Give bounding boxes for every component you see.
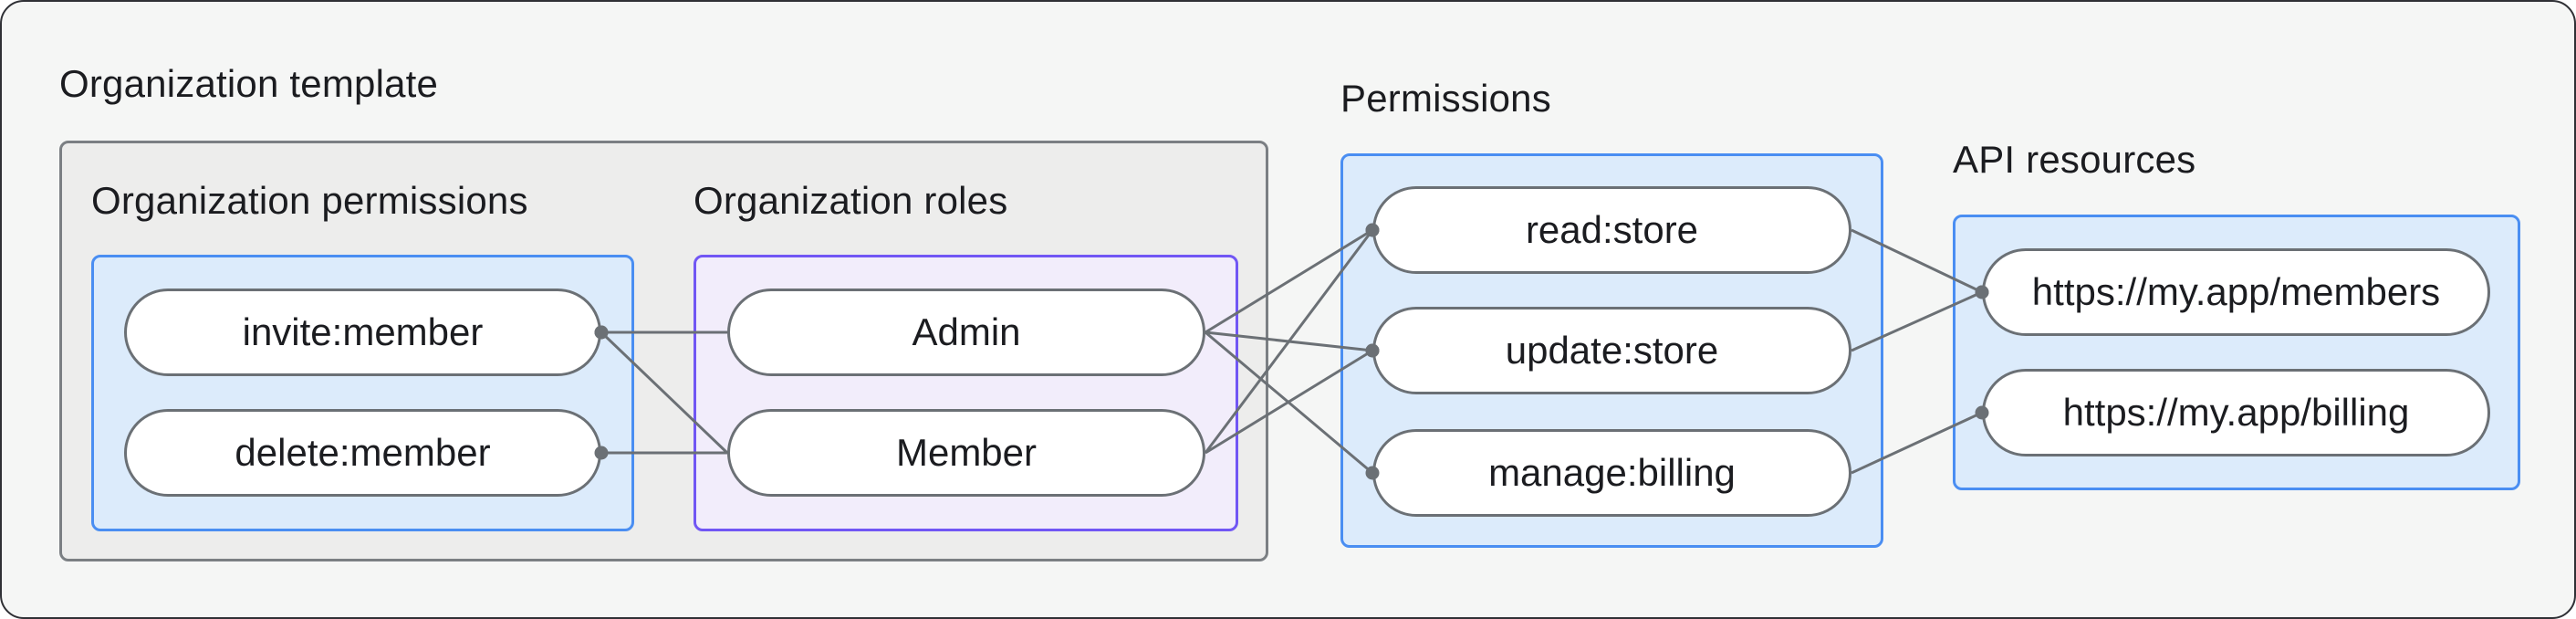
node-delete-member: delete:member — [124, 409, 601, 497]
node-invite-member: invite:member — [124, 289, 601, 376]
node-read-store: read:store — [1372, 186, 1851, 274]
organization-roles-label: Organization roles — [694, 179, 1008, 222]
node-admin-role: Admin — [727, 289, 1205, 376]
node-api-billing: https://my.app/billing — [1982, 369, 2490, 456]
node-update-store: update:store — [1372, 307, 1851, 394]
node-api-members: https://my.app/members — [1982, 248, 2490, 336]
api-resources-label: API resources — [1953, 138, 2196, 181]
organization-permissions-label: Organization permissions — [91, 179, 528, 222]
node-member-role: Member — [727, 409, 1205, 497]
permissions-label: Permissions — [1340, 77, 1551, 120]
node-manage-billing: manage:billing — [1372, 429, 1851, 517]
organization-template-label: Organization template — [59, 62, 439, 105]
